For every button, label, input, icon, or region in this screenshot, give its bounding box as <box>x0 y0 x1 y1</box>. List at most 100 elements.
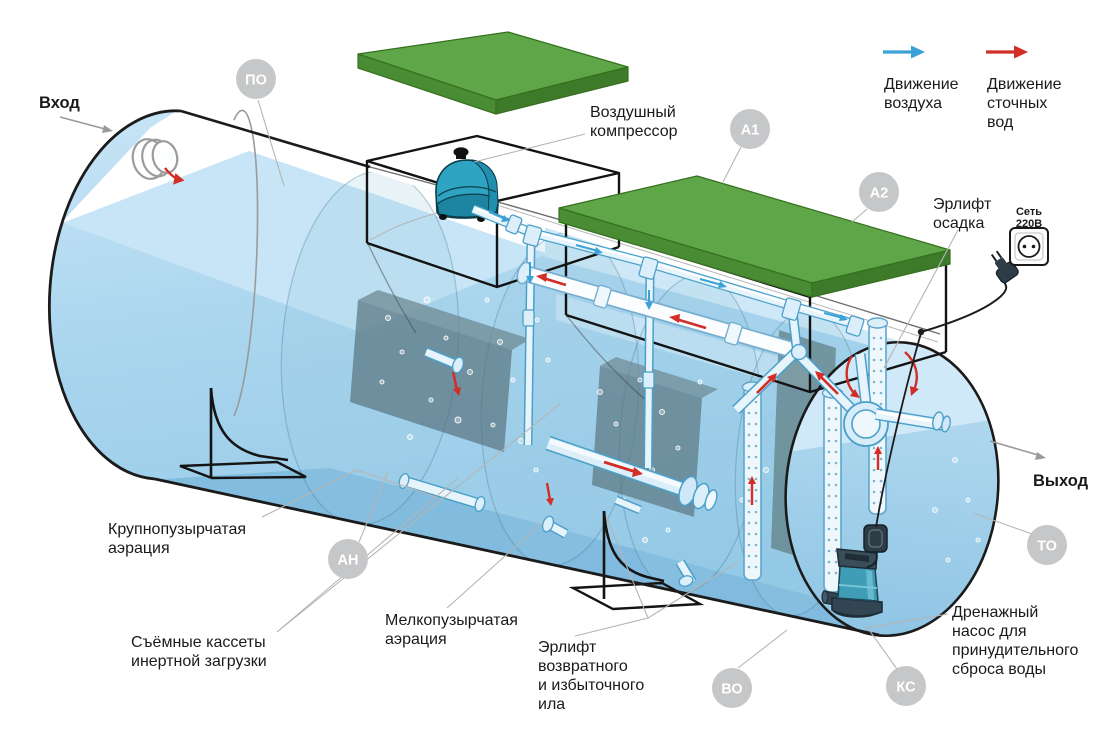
left-cap-outline <box>47 109 182 481</box>
label-sludge-2: осадка <box>933 215 984 232</box>
badge-ks: КС <box>886 666 926 706</box>
badge-po: ПО <box>236 59 276 99</box>
badge-to: ТО <box>1027 525 1067 565</box>
leader-an <box>358 471 389 543</box>
badge-ks-circle <box>886 666 926 706</box>
leader-vo <box>737 629 788 669</box>
badge-vo-circle <box>712 668 752 708</box>
inlet-socket <box>131 138 179 180</box>
air-compressor <box>435 147 499 222</box>
label-sludge-1: Эрлифт <box>933 196 992 213</box>
socket-ring <box>1017 235 1041 258</box>
legend-waste-line-1: Движение <box>987 76 1062 93</box>
socket-pin-left <box>1022 244 1027 249</box>
leader-to <box>972 512 1033 535</box>
drain-pump <box>821 524 888 618</box>
label-compressor-2: компрессор <box>590 123 678 140</box>
io-arrows <box>59 116 1046 460</box>
lid-1-skirt-right <box>495 66 629 115</box>
legend-air-arrow-icon <box>883 45 925 59</box>
badge-a2: А2 <box>859 172 899 212</box>
float-switch-face <box>868 529 883 548</box>
label-pump-1: Дренажный <box>952 604 1038 621</box>
leader-sludge-airlift <box>883 229 959 369</box>
compressor-foot-1 <box>439 214 447 220</box>
label-return-1: Эрлифт <box>538 639 597 656</box>
power-cord <box>920 281 1008 333</box>
label-fine-2: аэрация <box>385 631 447 648</box>
legend-waste-arrow-icon <box>986 45 1028 59</box>
water-surface <box>64 151 548 332</box>
coarse-aerator-pipe <box>398 473 486 512</box>
label-pump-3: принудительного <box>952 642 1078 659</box>
labels: Вход Выход Воздушный компрессор Эрлифт о… <box>39 94 1089 713</box>
label-cassettes-1: Съёмные кассеты <box>131 634 266 651</box>
pipes <box>398 204 951 593</box>
outlet-arrowhead <box>1035 452 1046 460</box>
neck-arc-1 <box>367 243 417 334</box>
badge-a2-circle <box>859 172 899 212</box>
badge-vo-text: ВО <box>721 682 742 698</box>
socket-icon <box>1009 227 1049 266</box>
support-leg-2 <box>568 510 705 611</box>
pipe-stub-2 <box>675 559 697 587</box>
lid-2 <box>558 175 951 298</box>
riser-diagonal-left <box>732 348 800 414</box>
surface-under-riser2 <box>556 294 812 393</box>
neck-arc-2 <box>566 315 649 403</box>
leader-a1 <box>722 146 742 183</box>
pump-base <box>831 597 883 617</box>
legend: Движение воздуха Движение сточных вод <box>883 45 1062 131</box>
inlet-flow-arrowhead <box>173 173 185 185</box>
pipe-stub-1 <box>424 347 465 374</box>
air-space <box>60 110 548 254</box>
pump-cable <box>875 332 922 528</box>
compressor-side <box>470 159 499 215</box>
socket-inner-frame <box>1014 232 1044 261</box>
fine-aerator-stub <box>541 515 569 539</box>
badge-a1-circle <box>730 109 770 149</box>
cassette-2-top <box>600 357 718 398</box>
label-compressor-1: Воздушный <box>590 104 676 121</box>
label-fine-1: Мелкопузырчатая <box>385 612 518 629</box>
label-return-3: и избыточного <box>538 677 644 694</box>
inlet-arrow <box>59 116 106 130</box>
right-cap-outline <box>784 340 1000 638</box>
label-pump-4: сброса воды <box>952 661 1046 678</box>
pump-ring <box>838 584 878 589</box>
pipe-stub-3 <box>614 495 642 515</box>
socket-pin-right <box>1031 244 1036 249</box>
leader-fine <box>446 521 544 609</box>
legend-waste-line-3: вод <box>987 114 1014 131</box>
leader-drain-pump <box>865 613 949 629</box>
float-switch <box>863 524 888 553</box>
tank-top-edge <box>180 109 371 169</box>
inlet-arrowhead <box>102 125 113 133</box>
leader-a2 <box>851 208 868 223</box>
badge-po-circle <box>236 59 276 99</box>
leader-cassettes-2 <box>276 403 561 633</box>
label-return-2: возвратного <box>538 658 628 675</box>
cassette-1 <box>350 300 512 452</box>
label-power-2: 220В <box>1016 218 1042 230</box>
cap-bubbles <box>932 417 981 563</box>
plug-neck <box>995 257 1007 270</box>
lid-2-skirt-right <box>811 249 951 298</box>
lid-1 <box>357 31 629 115</box>
badges: ПО А1 А2 АН ВО КС ТО <box>236 59 1067 708</box>
left-cap-seam <box>233 109 259 417</box>
legend-waste-line-2: сточных <box>987 95 1047 112</box>
legend-air-line-2: воздуха <box>884 95 942 112</box>
float-cable <box>866 551 878 568</box>
leader-po <box>257 99 285 187</box>
pump-sheen <box>866 570 874 600</box>
cassette-1-top <box>358 290 530 350</box>
leader-lines <box>257 99 1033 670</box>
badge-an: АН <box>328 539 368 579</box>
label-cassettes-2: инертной загрузки <box>131 653 267 670</box>
label-coarse-2: аэрация <box>108 540 170 557</box>
badge-a1: А1 <box>730 109 770 149</box>
badge-to-circle <box>1027 525 1067 565</box>
